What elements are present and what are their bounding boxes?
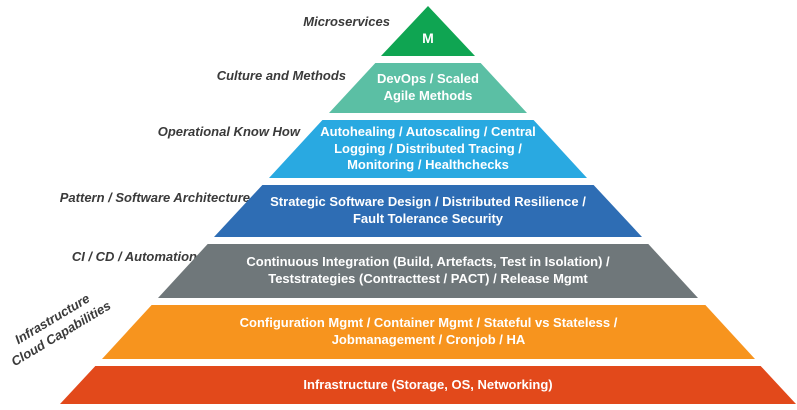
- pyramid-layer-ci-cd-automation: Continuous Integration (Build, Artefacts…: [158, 244, 698, 298]
- side-label-infrastructure-cloud-capabilities: Infrastructure Cloud Capabilities: [0, 274, 130, 380]
- pyramid-layer-software-architecture: Strategic Software Design / Distributed …: [214, 185, 642, 237]
- pyramid-layer-microservices: M: [381, 6, 475, 56]
- side-label-operational-know-how: Operational Know How: [157, 124, 300, 139]
- side-label-culture-and-methods: Culture and Methods: [216, 68, 346, 83]
- pyramid-layer-devops-scaled-agile: DevOps / Scaled Agile Methods: [329, 63, 527, 113]
- pyramid-layer-infrastructure: Infrastructure (Storage, OS, Networking): [60, 366, 796, 404]
- side-label-microservices: Microservices: [303, 14, 390, 29]
- pyramid-layer-operational-know-how: Autohealing / Autoscaling / Central Logg…: [269, 120, 587, 178]
- pyramid-layer-infrastructure-cloud-capabilities: Configuration Mgmt / Container Mgmt / St…: [102, 305, 755, 359]
- side-label-pattern-software-architecture: Pattern / Software Architecture: [59, 190, 250, 205]
- side-label-ci-cd-automation: CI / CD / Automation: [71, 249, 197, 264]
